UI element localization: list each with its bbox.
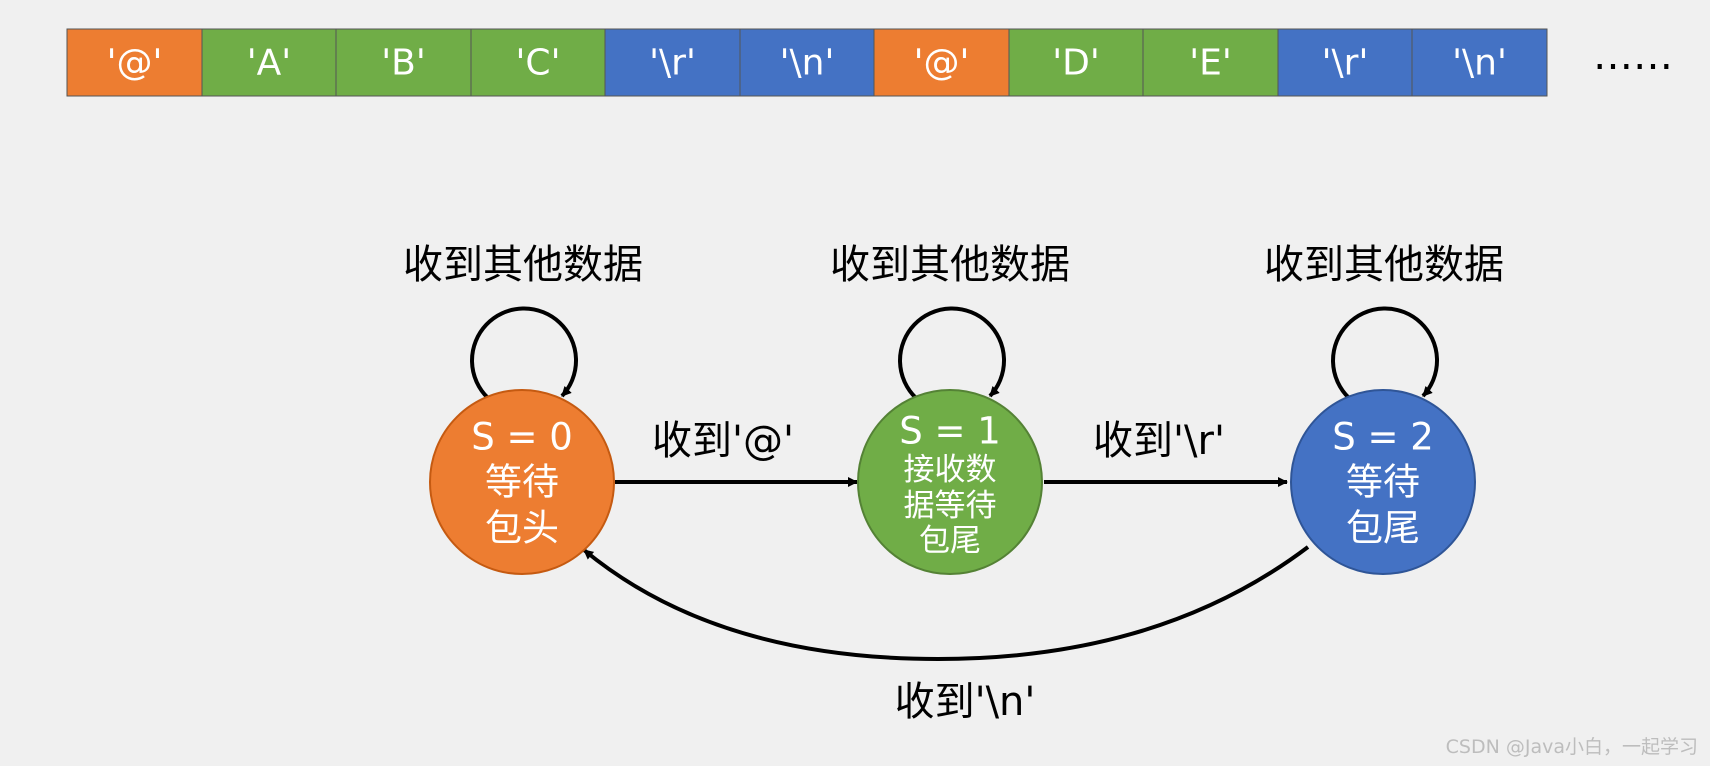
state-s1: S = 1 接收数 据等待 包尾 — [857, 389, 1043, 575]
state-line: 等待 — [1346, 461, 1420, 504]
byte-cell-label: '@' — [107, 43, 163, 84]
transition-label: 收到'\n' — [895, 679, 1036, 725]
byte-cell-label: '\n' — [780, 43, 835, 84]
byte-cell: '\n' — [1411, 28, 1548, 97]
state-line: 据等待 — [904, 488, 997, 524]
self-loop-s2: 收到其他数据 — [1264, 242, 1504, 400]
byte-cell-label: 'B' — [381, 43, 426, 84]
transition-s1-to-s2: 收到'\r' — [1044, 418, 1288, 487]
byte-cell-label: '\n' — [1452, 43, 1507, 84]
transition-s0-to-s1: 收到'@' — [615, 418, 858, 487]
byte-stream: '@' 'A' 'B' 'C' '\r' '\n' '@' 'D' — [66, 28, 1673, 97]
transition-label: 收到'@' — [652, 418, 794, 464]
state-line: S = 1 — [899, 410, 1001, 453]
state-line: 包头 — [485, 507, 559, 550]
byte-cell-label: '@' — [914, 43, 970, 84]
stream-continuation: …… — [1593, 33, 1673, 79]
byte-cell-label: 'D' — [1052, 43, 1100, 84]
byte-cell: 'E' — [1142, 28, 1279, 97]
byte-cell: 'C' — [470, 28, 606, 97]
byte-cell: '@' — [66, 28, 203, 97]
byte-cell-label: 'C' — [516, 43, 561, 84]
state-line: 接收数 — [904, 452, 997, 488]
state-line: 等待 — [485, 461, 559, 504]
self-loop-s0: 收到其他数据 — [403, 242, 643, 400]
byte-cell-label: '\r' — [1322, 43, 1369, 84]
state-line: S = 2 — [1332, 416, 1434, 459]
state-line: S = 0 — [471, 416, 573, 459]
byte-cell: '\n' — [739, 28, 875, 97]
byte-cell-label: 'A' — [247, 43, 291, 84]
state-s0: S = 0 等待 包头 — [429, 389, 615, 575]
self-loop-label: 收到其他数据 — [830, 242, 1070, 288]
self-loop-label: 收到其他数据 — [1264, 242, 1504, 288]
self-loop-s1: 收到其他数据 — [830, 242, 1070, 400]
state-line: 包尾 — [919, 523, 981, 559]
byte-cell-label: 'E' — [1189, 43, 1232, 84]
byte-cell: '\r' — [1277, 28, 1413, 97]
byte-cell: 'B' — [335, 28, 472, 97]
byte-cell-label: '\r' — [649, 43, 696, 84]
self-loop-label: 收到其他数据 — [403, 242, 643, 288]
byte-cell: '\r' — [604, 28, 741, 97]
state-s2: S = 2 等待 包尾 — [1290, 389, 1476, 575]
state-line: 包尾 — [1346, 507, 1420, 550]
byte-cell: '@' — [873, 28, 1010, 97]
byte-cell: 'D' — [1008, 28, 1144, 97]
watermark: CSDN @Java小白，一起学习 — [1446, 736, 1698, 758]
transition-label: 收到'\r' — [1093, 418, 1225, 464]
byte-cell: 'A' — [201, 28, 337, 97]
transition-s2-to-s0: 收到'\n' — [582, 545, 1310, 725]
